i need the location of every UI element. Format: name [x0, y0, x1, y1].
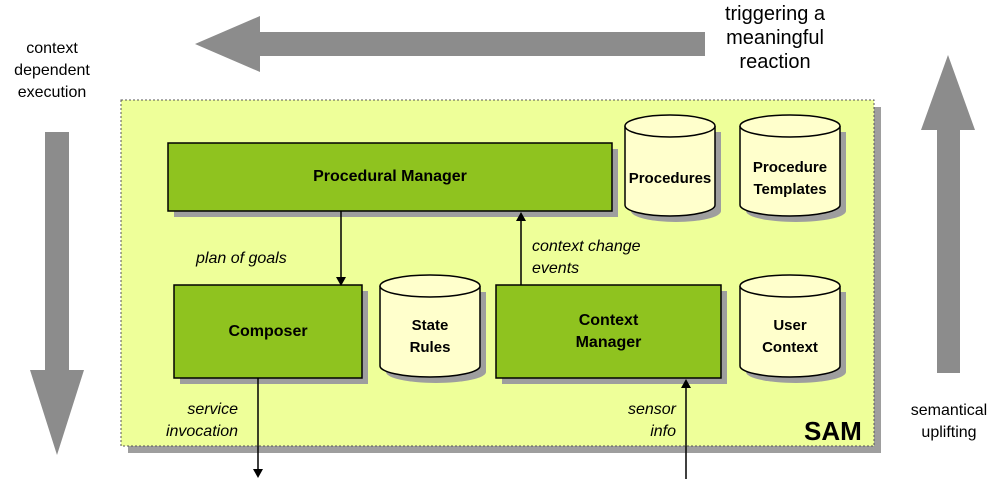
user-context-line1: User: [773, 317, 807, 334]
caption-line: semantical: [910, 402, 988, 419]
procedure-templates-cylinder: [739, 114, 846, 222]
left-down-arrow: [30, 132, 84, 455]
sam-text: SAM: [804, 416, 862, 446]
composer-text: Composer: [228, 322, 308, 340]
context-change-events-line2: events: [532, 260, 580, 277]
service-invocation-line1: service: [187, 401, 238, 418]
context-manager-text-line2: Manager: [575, 333, 642, 351]
procedure-templates-line1: Procedure: [752, 159, 828, 176]
plan-of-goals-text: plan of goals: [196, 250, 287, 267]
user-context-label: User Context: [740, 298, 840, 376]
top-arrow-caption: triggering a meaningful reaction: [700, 2, 850, 74]
service-invocation-label: service invocation: [148, 399, 238, 443]
procedure-templates-line2: Templates: [753, 181, 827, 198]
context-manager-text-line1: Context: [578, 311, 639, 329]
procedural-manager-text: Procedural Manager: [313, 168, 467, 185]
sensor-info-arrow: [681, 379, 691, 479]
top-left-arrow: [195, 16, 705, 72]
composer-label: Composer: [174, 285, 362, 378]
caption-line: execution: [17, 84, 87, 101]
procedures-cylinder: [624, 114, 721, 222]
procedures-label: Procedures: [625, 140, 715, 218]
user-context-cylinder: [739, 274, 846, 383]
procedure-templates-label: Procedure Templates: [740, 140, 840, 218]
left-arrow-caption: context dependent execution: [4, 38, 100, 104]
caption-line: triggering a: [724, 3, 826, 25]
context-change-events-line1: context change: [532, 238, 641, 255]
context-manager-box: [495, 284, 722, 379]
context-manager-label: Context Manager: [496, 285, 721, 378]
plan-of-goals-label: plan of goals: [196, 248, 287, 270]
sensor-info-line2: info: [650, 423, 676, 440]
sam-label: SAM: [804, 416, 862, 447]
service-invocation-arrow: [253, 378, 263, 478]
user-context-line2: Context: [762, 339, 818, 356]
right-arrow-caption: semantical uplifting: [894, 400, 1004, 444]
state-rules-cylinder: [379, 274, 486, 383]
caption-line: uplifting: [921, 424, 977, 441]
composer-box: [173, 284, 363, 379]
caption-line: reaction: [739, 51, 811, 73]
caption-line: meaningful: [726, 27, 824, 49]
service-invocation-line2: invocation: [165, 423, 238, 440]
context-change-events-arrow: [516, 212, 526, 285]
procedures-text: Procedures: [628, 170, 712, 187]
state-rules-line1: State: [411, 317, 449, 334]
caption-line: context: [26, 40, 78, 57]
caption-line: dependent: [14, 62, 90, 79]
state-rules-label: State Rules: [380, 298, 480, 376]
sensor-info-line1: sensor: [627, 401, 676, 418]
right-up-arrow: [921, 55, 975, 373]
state-rules-line2: Rules: [409, 339, 451, 356]
plan-of-goals-arrow: [336, 211, 346, 286]
procedural-manager-box: [167, 142, 613, 212]
context-change-events-label: context change events: [532, 236, 641, 280]
procedural-manager-label: Procedural Manager: [168, 143, 612, 211]
sensor-info-label: sensor info: [586, 399, 676, 443]
